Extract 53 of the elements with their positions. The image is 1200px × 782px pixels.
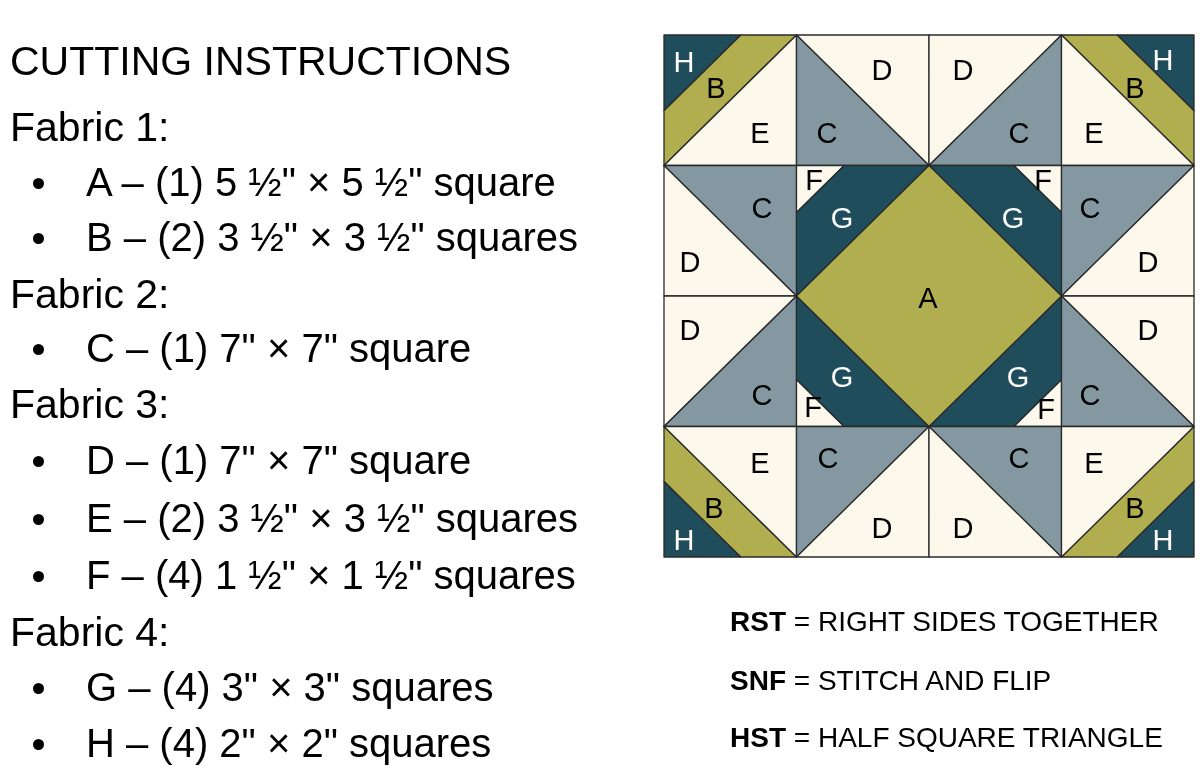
patch-letter: F xyxy=(804,392,822,422)
cutting-item: G – (4) 3" × 3" squares xyxy=(86,667,494,707)
cutting-item: C – (1) 7" × 7" square xyxy=(86,328,472,368)
patch-letter: H xyxy=(1152,45,1174,75)
patch-letter: D xyxy=(871,513,893,543)
cutting-item: A – (1) 5 ½" × 5 ½" square xyxy=(86,162,556,202)
patch-letter: C xyxy=(751,193,773,223)
patch-letter: E xyxy=(1084,448,1104,478)
patch-letter: D xyxy=(871,55,893,85)
patch-letter: F xyxy=(805,165,823,195)
cutting-item: F – (4) 1 ½" × 1 ½" squares xyxy=(86,555,576,595)
patch-letter: D xyxy=(952,55,974,85)
patch-letter: H xyxy=(1152,525,1174,555)
cutting-item: B – (2) 3 ½" × 3 ½" squares xyxy=(86,217,578,257)
patch-letter: H xyxy=(673,47,695,77)
abbreviation-definition: SNF = STITCH AND FLIP xyxy=(730,667,1052,695)
patch-letter: D xyxy=(1137,315,1159,345)
patch-letter: B xyxy=(1125,493,1145,523)
patch-letter: D xyxy=(679,247,701,277)
patch-letter: C xyxy=(1008,118,1030,148)
patch-letter: G xyxy=(830,362,854,392)
patch-letter: E xyxy=(750,118,770,148)
patch-letter: G xyxy=(1001,203,1025,233)
fabric-heading: Fabric 3: xyxy=(10,384,170,425)
patch-letter: D xyxy=(952,513,974,543)
patch-letter: D xyxy=(679,315,701,345)
patch-letter: E xyxy=(1084,118,1104,148)
patch-letter: C xyxy=(817,443,839,473)
patch-letter: C xyxy=(751,380,773,410)
fabric-heading: Fabric 1: xyxy=(10,107,170,148)
patch-letter: H xyxy=(673,525,695,555)
patch-letter: A xyxy=(918,283,938,313)
patch-letter: B xyxy=(706,73,726,103)
fabric-heading: Fabric 4: xyxy=(10,612,170,653)
patch-letter: D xyxy=(1137,247,1159,277)
patch-letter: C xyxy=(1079,193,1101,223)
cutting-item: H – (4) 2" × 2" squares xyxy=(86,723,492,763)
cutting-item: D – (1) 7" × 7" square xyxy=(86,440,472,480)
patch-letter: E xyxy=(750,448,770,478)
patch-letter: G xyxy=(830,203,854,233)
patch-letter: C xyxy=(1008,443,1030,473)
abbreviation-definition: RST = RIGHT SIDES TOGETHER xyxy=(730,608,1159,636)
cutting-item: E – (2) 3 ½" × 3 ½" squares xyxy=(86,498,578,538)
fabric-heading: Fabric 2: xyxy=(10,274,170,315)
patch-letter: F xyxy=(1037,394,1055,424)
patch-letter: B xyxy=(1125,73,1145,103)
patch-letter: C xyxy=(816,118,838,148)
patch-letter: G xyxy=(1006,362,1030,392)
heading: CUTTING INSTRUCTIONS xyxy=(10,41,512,82)
patch-letter: B xyxy=(704,493,724,523)
abbreviation-definition: HST = HALF SQUARE TRIANGLE xyxy=(730,724,1163,752)
patch-letter: C xyxy=(1079,380,1101,410)
patch-letter: F xyxy=(1034,165,1052,195)
